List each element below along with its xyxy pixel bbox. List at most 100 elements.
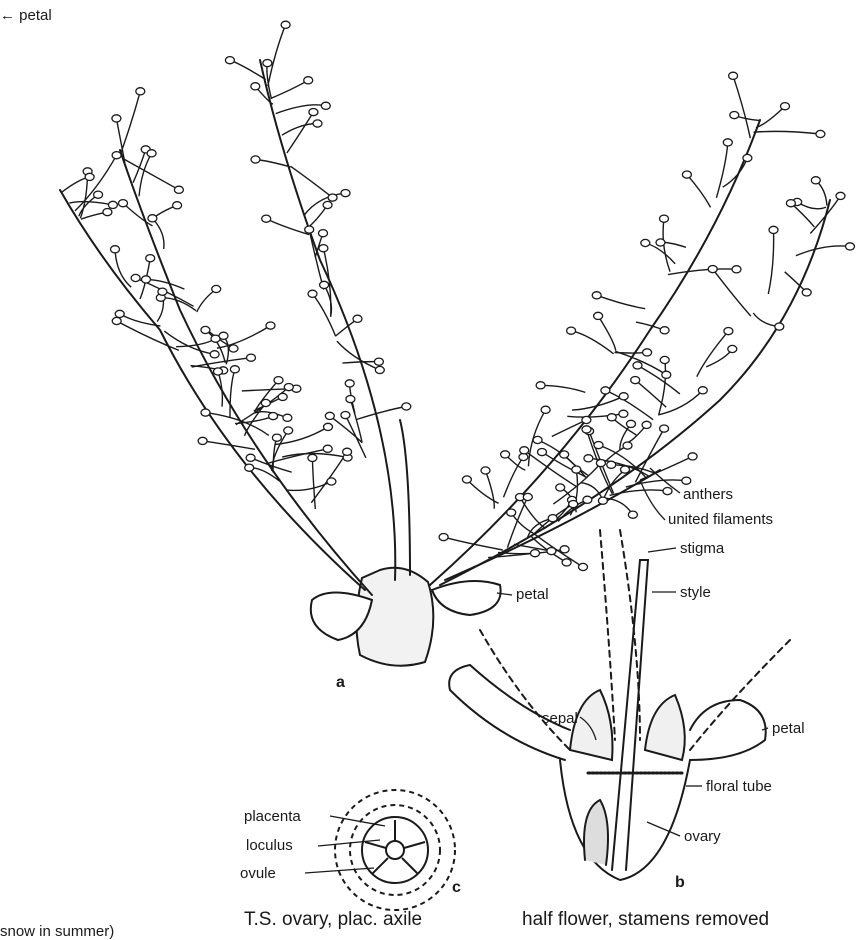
anther (594, 312, 603, 319)
label-loculus: loculus (246, 838, 293, 853)
bundle-4 (400, 420, 410, 575)
stamen-filament (658, 390, 703, 415)
anther (607, 414, 616, 421)
anther (732, 266, 741, 273)
anther (251, 156, 260, 163)
label-petal-top: ← petal (0, 8, 52, 23)
anther (601, 387, 610, 394)
stamen-filament (713, 269, 751, 316)
anther (247, 354, 256, 361)
caption-b: half flower, stamens removed (522, 910, 769, 929)
anther (94, 191, 103, 198)
anther (567, 327, 576, 334)
anther (708, 266, 717, 273)
stamen-filament (133, 149, 146, 182)
stamen-filament (313, 294, 336, 337)
anther (584, 455, 593, 462)
anther (560, 451, 569, 458)
anther (769, 226, 778, 233)
anther (211, 335, 220, 342)
stamen-filament (571, 331, 614, 354)
anther (642, 421, 651, 428)
stamen-filament (123, 203, 153, 226)
anther (328, 194, 337, 201)
bundle-1 (120, 150, 372, 595)
anther (728, 345, 737, 352)
stamen-filament (611, 465, 654, 473)
anther (569, 501, 578, 508)
anther (201, 326, 210, 333)
stamen-filament (357, 407, 407, 420)
anther (323, 445, 332, 452)
anther (375, 366, 384, 373)
stamen-filament (756, 106, 785, 128)
anther (572, 466, 581, 473)
stamen-filament (716, 142, 727, 197)
anther (628, 511, 637, 518)
ovary-wall (584, 800, 608, 865)
anther (579, 563, 588, 570)
anther (598, 497, 607, 504)
anther (112, 115, 121, 122)
stamen-filament (287, 112, 314, 153)
anther (214, 368, 223, 375)
label-style: style (680, 585, 711, 600)
stamen-filament (733, 76, 750, 138)
anther (723, 139, 732, 146)
anther (309, 109, 318, 116)
anther (343, 448, 352, 455)
label-petal-a: petal (516, 587, 549, 602)
anther (596, 460, 605, 467)
anther (562, 559, 571, 566)
stamen-filament (139, 153, 152, 196)
anther (656, 239, 665, 246)
stamen-filament (552, 420, 587, 437)
ovary-inner-dashed (350, 805, 440, 895)
anther (786, 200, 795, 207)
stamen-filament (541, 385, 586, 392)
leader-ovary (647, 822, 680, 836)
stamen-filament (444, 537, 503, 550)
anther (230, 366, 239, 373)
label-ovule: ovule (240, 866, 276, 881)
anther (246, 454, 255, 461)
anther (115, 310, 124, 317)
anther (660, 425, 669, 432)
label-petal-b: petal (772, 721, 805, 736)
anther (263, 60, 272, 67)
anther (816, 130, 825, 137)
anther (108, 201, 117, 208)
stamen-filament (791, 203, 815, 227)
anther (802, 289, 811, 296)
stamen-filament (697, 331, 729, 377)
anther (321, 102, 330, 109)
anther (346, 396, 355, 403)
caption-cut: snow in summer) (0, 924, 114, 939)
anther (325, 412, 334, 419)
anther (536, 382, 545, 389)
sepal-right (645, 695, 685, 760)
anther (556, 484, 565, 491)
label-fig-a: a (336, 675, 345, 691)
anther-heads (83, 21, 854, 570)
stamen-filament (754, 131, 821, 134)
anther (682, 477, 691, 484)
stamen-filament (635, 429, 664, 483)
anther (560, 546, 569, 553)
anther (319, 230, 328, 237)
anther (660, 356, 669, 363)
anther (112, 152, 121, 159)
anther (660, 215, 669, 222)
anther (245, 464, 254, 471)
anther (319, 245, 328, 252)
anther (523, 493, 532, 500)
anther (582, 426, 591, 433)
anther (621, 466, 630, 473)
anther (341, 412, 350, 419)
stamen-filament (115, 249, 131, 287)
anther (327, 478, 336, 485)
anther (111, 246, 120, 253)
anther (623, 442, 632, 449)
label-anthers: anthers (683, 487, 733, 502)
filament-stub-left (480, 630, 570, 750)
